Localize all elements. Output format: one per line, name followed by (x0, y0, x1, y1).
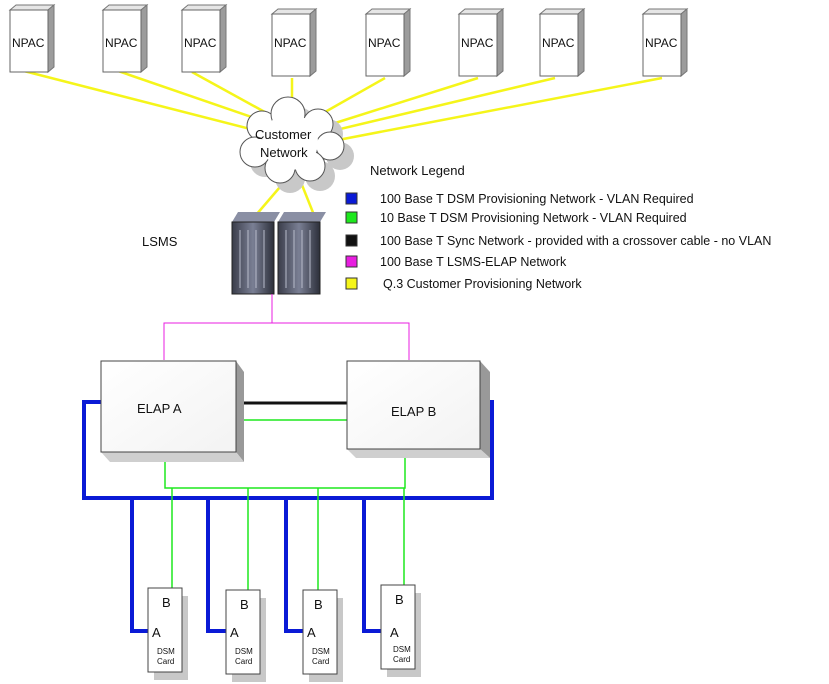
dsm-provisioning-10 (164, 419, 406, 598)
dsm-port-a: A (307, 625, 316, 640)
dsm-card[interactable]: B A DSM Card (380, 584, 421, 677)
link-lsms-elap-b (272, 322, 410, 360)
blue-drop-3 (284, 498, 305, 633)
legend-item: Q.3 Customer Provisioning Network (345, 277, 582, 291)
dsm-port-a: A (390, 625, 399, 640)
link-npac-6 (331, 76, 479, 126)
npac-label: NPAC (184, 36, 217, 50)
dsm-port-b: B (314, 597, 323, 612)
lsms-elap-links (163, 294, 410, 360)
lsms-servers[interactable] (231, 212, 326, 295)
dsm-port-a: A (152, 625, 161, 640)
customer-network-cloud[interactable]: Customer Network (239, 96, 354, 193)
link-npac-1 (19, 68, 263, 134)
lsms-label: LSMS (142, 234, 178, 249)
dsm-label-line1: DSM (235, 647, 253, 656)
dsm-label-line1: DSM (393, 645, 411, 654)
legend-swatch-magenta (345, 255, 358, 268)
legend-swatch-blue (345, 192, 358, 205)
dsm-card[interactable]: B A DSM Card (302, 589, 343, 682)
link-npac-3 (191, 70, 273, 118)
npac-box[interactable]: NPAC (641, 7, 689, 78)
network-legend: Network Legend 100 Base T DSM Provisioni… (345, 163, 771, 291)
elap-a-label: ELAP A (137, 401, 182, 416)
dsm-card[interactable]: B A DSM Card (225, 589, 266, 682)
legend-label: 100 Base T LSMS-ELAP Network (380, 255, 567, 269)
cloud-label-line2: Network (260, 145, 308, 160)
legend-label: 100 Base T DSM Provisioning Network - VL… (380, 192, 694, 206)
npac-row: NPAC NPAC NPAC NPAC NPAC (8, 3, 689, 78)
dsm-label-line2: Card (235, 657, 252, 666)
legend-item: 100 Base T Sync Network - provided with … (345, 234, 771, 248)
cloud-label-line1: Customer (255, 127, 312, 142)
dsm-port-b: B (395, 592, 404, 607)
npac-label: NPAC (105, 36, 138, 50)
legend-item: 100 Base T DSM Provisioning Network - VL… (345, 192, 694, 206)
blue-drop-1 (130, 498, 150, 633)
link-npac-5 (317, 76, 386, 118)
legend-label: Q.3 Customer Provisioning Network (383, 277, 582, 291)
blue-drop-2 (206, 498, 228, 633)
link-npac-8 (337, 76, 663, 142)
legend-title: Network Legend (370, 163, 465, 178)
npac-box[interactable]: NPAC (180, 3, 228, 74)
npac-label: NPAC (645, 36, 678, 50)
npac-box[interactable]: NPAC (538, 7, 586, 78)
dsm-port-b: B (240, 597, 249, 612)
link-lsms-elap-a (163, 294, 273, 360)
green-bus (164, 445, 406, 489)
legend-label: 10 Base T DSM Provisioning Network - VLA… (380, 211, 687, 225)
npac-box[interactable]: NPAC (270, 7, 318, 78)
npac-label: NPAC (368, 36, 401, 50)
legend-swatch-green (345, 211, 358, 224)
legend-label: 100 Base T Sync Network - provided with … (380, 234, 771, 248)
dsm-label-line2: Card (157, 657, 174, 666)
npac-box[interactable]: NPAC (8, 3, 56, 74)
npac-box[interactable]: NPAC (457, 7, 505, 78)
legend-item: 10 Base T DSM Provisioning Network - VLA… (345, 211, 687, 225)
link-npac-7 (335, 76, 556, 132)
dsm-label-line2: Card (393, 655, 410, 664)
dsm-port-a: A (230, 625, 239, 640)
elap-b-box[interactable]: ELAP B (346, 360, 490, 458)
lsms-server-1 (231, 212, 280, 295)
dsm-card[interactable]: B A DSM Card (147, 587, 188, 680)
npac-label: NPAC (461, 36, 494, 50)
elap-b-label: ELAP B (391, 404, 436, 419)
dsm-port-b: B (162, 595, 171, 610)
dsm-label-line1: DSM (157, 647, 175, 656)
legend-swatch-yellow (345, 277, 358, 290)
legend-swatch-black (345, 234, 358, 247)
blue-drop-4 (362, 498, 383, 633)
npac-label: NPAC (12, 36, 45, 50)
elap-a-box[interactable]: ELAP A (100, 360, 244, 462)
lsms-server-2 (277, 212, 326, 295)
customer-network-links (19, 68, 663, 216)
dsm-label-line1: DSM (312, 647, 330, 656)
npac-box[interactable]: NPAC (101, 3, 149, 74)
npac-label: NPAC (542, 36, 575, 50)
npac-box[interactable]: NPAC (364, 7, 412, 78)
dsm-label-line2: Card (312, 657, 329, 666)
legend-item: 100 Base T LSMS-ELAP Network (345, 255, 567, 269)
link-npac-2 (114, 68, 267, 124)
npac-label: NPAC (274, 36, 307, 50)
